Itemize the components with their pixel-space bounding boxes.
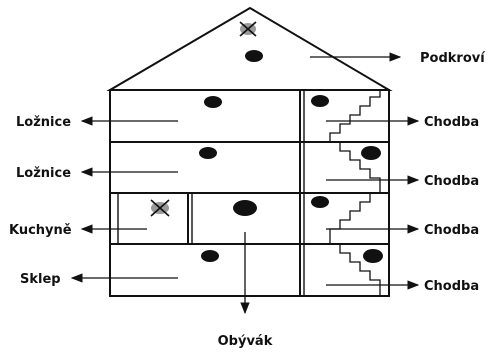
detector-hallway-2 [361, 146, 381, 160]
crossed-detector-attic [239, 21, 257, 37]
label-attic: Podkroví [420, 51, 486, 66]
crossed-detector-kitchen [150, 199, 170, 217]
detector-cellar [201, 250, 219, 262]
staircase-4 [330, 243, 381, 296]
label-kitchen: Kuchyně [9, 223, 72, 238]
detector-attic [245, 50, 263, 62]
detector-hallway-1 [311, 95, 329, 107]
label-living-room: Obývák [218, 334, 273, 349]
label-hallway-2: Chodba [424, 174, 479, 189]
detector-bedroom-lower [199, 147, 217, 159]
staircase-3 [329, 192, 380, 244]
detector-bedroom-upper [204, 96, 222, 108]
detector-hallway-3 [311, 196, 329, 208]
label-bedroom-upper: Ložnice [16, 115, 71, 130]
label-hallway-4: Chodba [424, 279, 479, 294]
label-hallway-1: Chodba [424, 115, 479, 130]
staircase-2 [330, 141, 381, 193]
staircase-1 [329, 90, 381, 142]
label-hallway-3: Chodba [424, 223, 479, 238]
label-cellar: Sklep [20, 272, 61, 287]
label-bedroom-lower: Ložnice [16, 166, 71, 181]
detector-hallway-4 [363, 249, 383, 263]
roof-outline [106, 6, 393, 91]
detector-living-room [233, 200, 257, 216]
